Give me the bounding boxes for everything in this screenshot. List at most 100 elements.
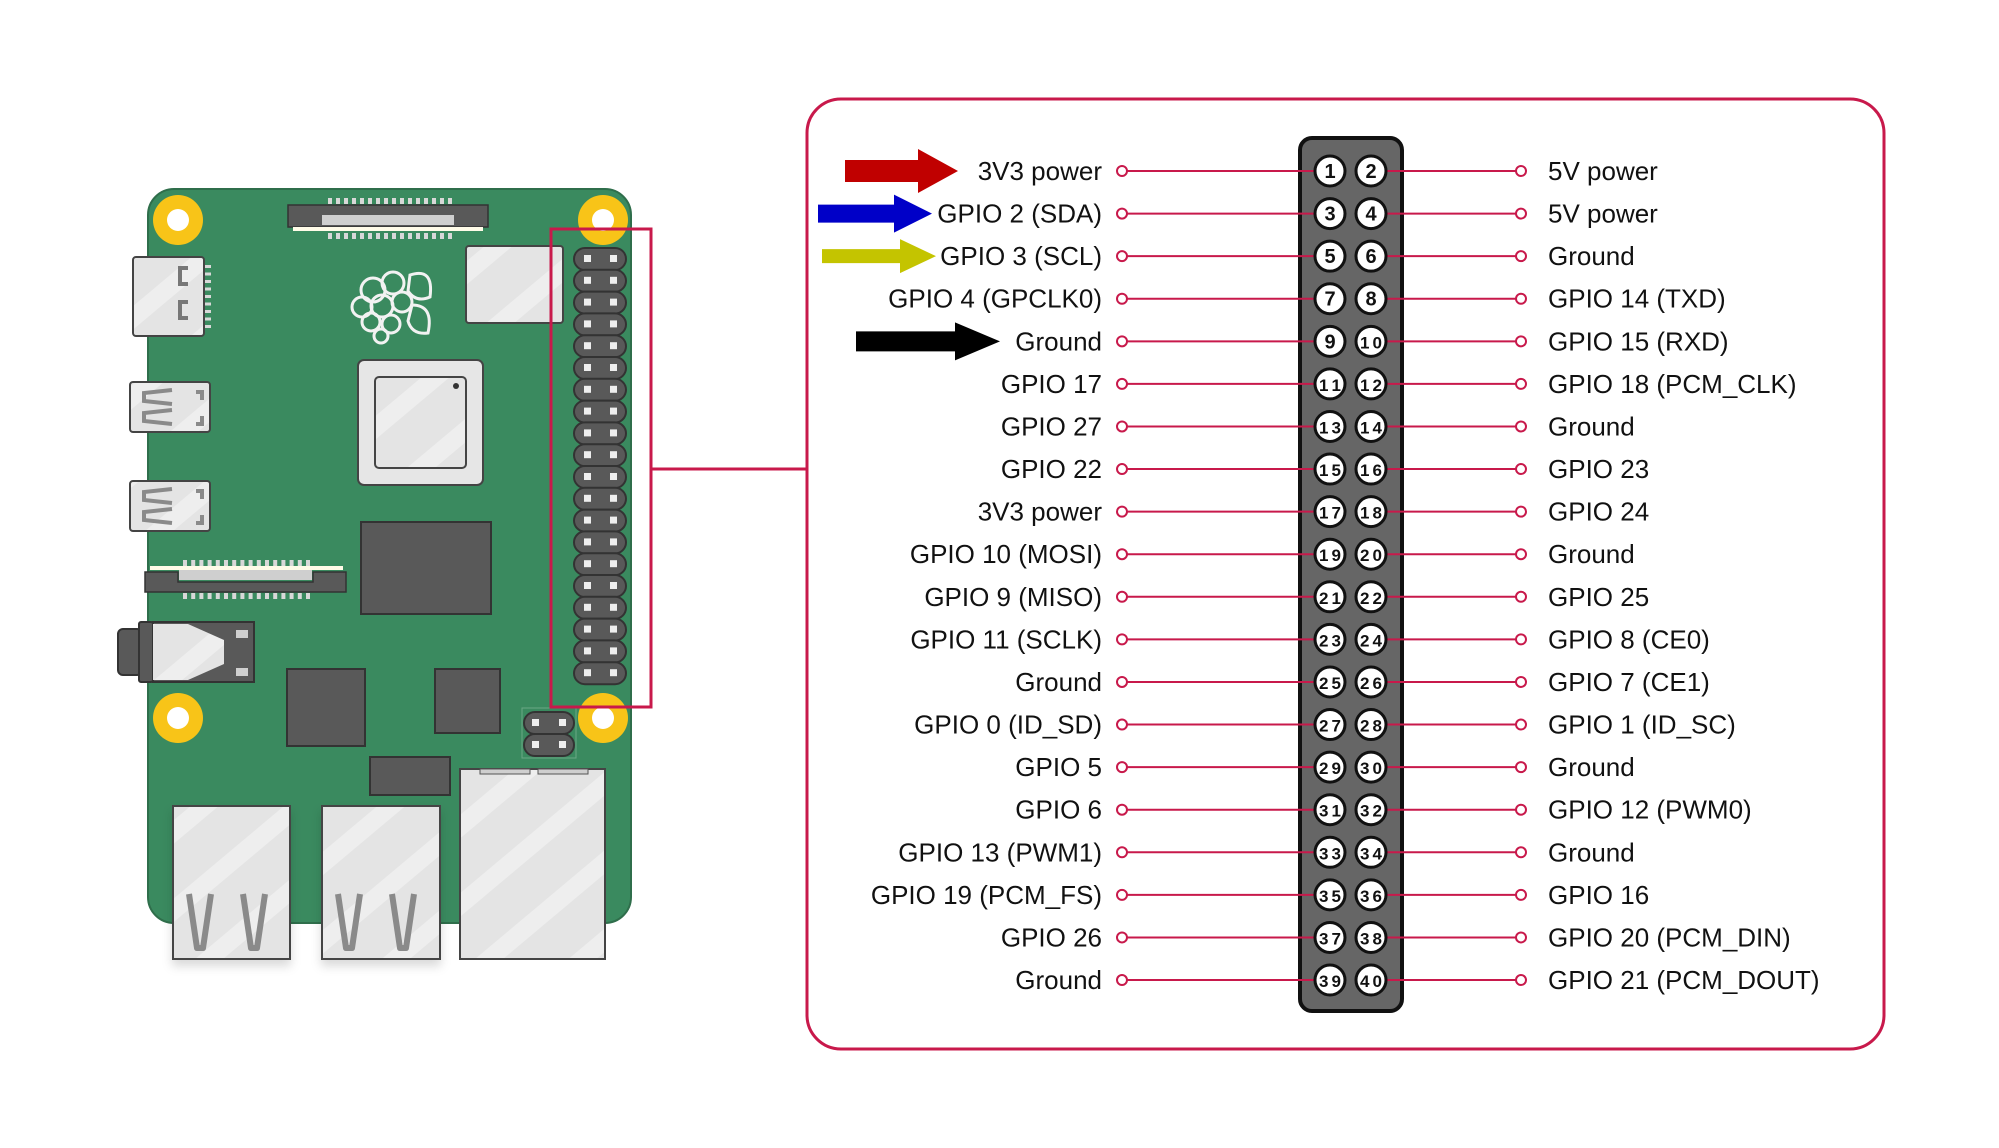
pin-dot-icon (1116, 292, 1128, 305)
pin-dot-icon (1515, 420, 1527, 433)
pin-dot-icon (1116, 888, 1128, 901)
pin-label-right: GPIO 15 (RXD) (1548, 326, 1729, 356)
ram-chip (360, 521, 492, 615)
pin-dot-icon (1515, 931, 1527, 944)
pin-circle-28 (1354, 708, 1388, 742)
pin-dot-icon (1116, 420, 1128, 433)
arrows (818, 149, 1000, 361)
pin-label-left: GPIO 17 (1001, 369, 1102, 399)
pin-label-left: GPIO 3 (SCL) (940, 241, 1102, 271)
pin-circle-7 (1313, 282, 1347, 316)
pin-label-left: Ground (1015, 667, 1102, 697)
mounting-hole-icon (578, 693, 628, 743)
pin-number: 9 (1324, 331, 1335, 353)
mounting-hole-icon (153, 693, 203, 743)
yellow-arrow-icon (822, 239, 936, 274)
pin-dot-icon (1515, 633, 1527, 646)
pin-dot-icon (1116, 463, 1128, 476)
pin-label-left: Ground (1015, 965, 1102, 995)
usb-2-port (172, 805, 291, 960)
poe-header (521, 707, 577, 759)
camera-connector (144, 560, 347, 599)
header-pin-pair (573, 443, 627, 468)
pin-label-left: GPIO 9 (MISO) (924, 582, 1102, 612)
pin-label-right: Ground (1548, 241, 1635, 271)
pin-dot-icon (1116, 548, 1128, 561)
pin-label-right: GPIO 25 (1548, 582, 1649, 612)
pin-dot-icon (1515, 292, 1527, 305)
pin-label-right: Ground (1548, 539, 1635, 569)
pin-number: 3 (1324, 204, 1335, 226)
pin-dot-icon (1515, 377, 1527, 390)
pin-label-left: GPIO 19 (PCM_FS) (871, 880, 1102, 910)
header-pin-pair (573, 508, 627, 533)
pin-dot-icon (1116, 377, 1128, 390)
usb-c-power-port (132, 256, 211, 337)
pin-circle-14 (1354, 409, 1388, 443)
pin-dot-icon (1515, 590, 1527, 603)
header-pin-pair (573, 574, 627, 598)
blue-arrow-icon (818, 194, 932, 233)
display-connector (287, 198, 489, 239)
raspberry-pi-board (117, 188, 653, 960)
pin-circle-33 (1313, 835, 1347, 869)
pin-dot-icon (1515, 463, 1527, 476)
pin-circle-1 (1313, 154, 1347, 188)
pin-circle-20 (1354, 537, 1388, 571)
header-pin-pair (573, 639, 627, 664)
header-pin-pair (573, 399, 627, 424)
pin-circle-23 (1313, 622, 1347, 656)
pin-label-left: GPIO 2 (SDA) (937, 199, 1102, 229)
pin-circle-12 (1354, 367, 1388, 401)
pin-dot-icon (1116, 761, 1128, 774)
pin-label-left: Ground (1015, 326, 1102, 356)
pin-dot-icon (1116, 165, 1128, 177)
raspberry-pi-logo-icon (350, 270, 433, 345)
pin-circle-16 (1354, 452, 1388, 486)
pin-number: 1 (1324, 161, 1335, 183)
micro-hdmi-1 (129, 480, 211, 532)
soc-chip (357, 359, 484, 486)
pin-number: 6 (1365, 246, 1376, 268)
pin-label-left: GPIO 22 (1001, 454, 1102, 484)
pin-circle-9 (1313, 324, 1347, 358)
black-arrow-icon (856, 322, 1000, 361)
header-pin-pair (573, 312, 627, 337)
pin-dot-icon (1116, 633, 1128, 646)
pin-dot-icon (1515, 761, 1527, 774)
pin-circle-26 (1354, 665, 1388, 699)
pin-dot-icon (1515, 335, 1527, 348)
pin-dot-icon (1116, 335, 1128, 348)
pin-circle-18 (1354, 495, 1388, 529)
pin-circle-17 (1313, 495, 1347, 529)
header-pin-pair (573, 334, 627, 359)
pin-label-left: GPIO 13 (PWM1) (898, 837, 1102, 867)
pin-number: 8 (1365, 289, 1376, 311)
pin-dot-icon (1116, 590, 1128, 603)
pin-label-right: Ground (1548, 411, 1635, 441)
pin-label-right: GPIO 1 (ID_SC) (1548, 710, 1736, 740)
pin-circle-3 (1313, 197, 1347, 231)
pin-dot-icon (1515, 207, 1527, 220)
header-pin-pair (573, 530, 627, 555)
header-pin-pair (573, 247, 627, 271)
pin-label-right: GPIO 21 (PCM_DOUT) (1548, 965, 1820, 995)
pin-label-right: 5V power (1548, 199, 1658, 229)
pin-dot-icon (1515, 250, 1527, 263)
pin-circle-34 (1354, 835, 1388, 869)
pin-circle-10 (1354, 324, 1388, 358)
header-pin-pair (573, 268, 627, 293)
pin-dot-icon (1116, 846, 1128, 859)
pin-circle-30 (1354, 750, 1388, 784)
